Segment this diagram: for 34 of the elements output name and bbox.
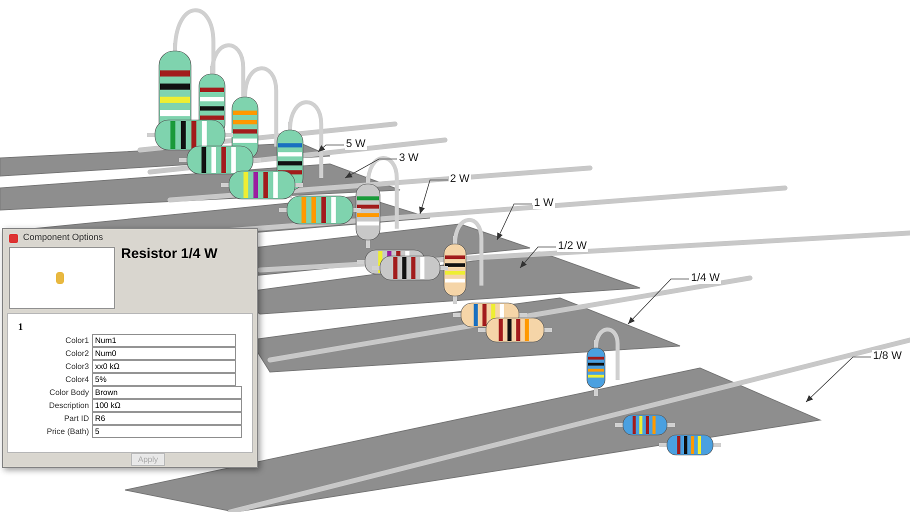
field-label: Color2 bbox=[65, 348, 89, 360]
field-label: Part ID bbox=[64, 413, 89, 425]
dropdown-field: 5% bbox=[92, 373, 236, 386]
field-label: Description bbox=[48, 400, 89, 412]
section-number: 1 bbox=[18, 322, 23, 333]
power-rating-label: 5 W bbox=[345, 138, 367, 150]
window-title: Component Options bbox=[23, 232, 104, 242]
power-rating-label: 1/8 W bbox=[872, 350, 903, 362]
power-rating-label: 1/2 W bbox=[557, 240, 588, 252]
dropdown-field: Num0 bbox=[92, 347, 236, 360]
leader-line bbox=[628, 278, 690, 324]
leader-line bbox=[520, 246, 556, 268]
dropdown-field: xx0 kΩ bbox=[92, 360, 236, 373]
input-field: Brown bbox=[92, 386, 242, 399]
leader-line bbox=[496, 204, 532, 240]
leader-line bbox=[344, 158, 398, 178]
input-field: 100 kΩ bbox=[92, 399, 242, 412]
dropdown-field: Num1 bbox=[92, 334, 236, 347]
field-label: Color4 bbox=[65, 374, 89, 386]
leader-line bbox=[806, 356, 872, 402]
field-label: Color1 bbox=[65, 335, 89, 347]
component-heading: Resistor 1/4 W bbox=[121, 245, 218, 261]
power-rating-label: 1 W bbox=[533, 197, 555, 209]
field-label: Color3 bbox=[65, 361, 89, 373]
leader-line bbox=[419, 180, 448, 214]
apply-button: Apply bbox=[131, 453, 166, 466]
input-field: R6 bbox=[92, 412, 242, 425]
power-rating-label: 2 W bbox=[449, 173, 471, 185]
field-label: Price (Bath) bbox=[46, 426, 89, 438]
leader-line bbox=[318, 144, 344, 152]
power-rating-label: 1/4 W bbox=[690, 272, 721, 284]
power-rating-label: 3 W bbox=[398, 152, 420, 164]
input-field: 5 bbox=[92, 425, 242, 438]
field-label: Color Body bbox=[49, 387, 89, 399]
